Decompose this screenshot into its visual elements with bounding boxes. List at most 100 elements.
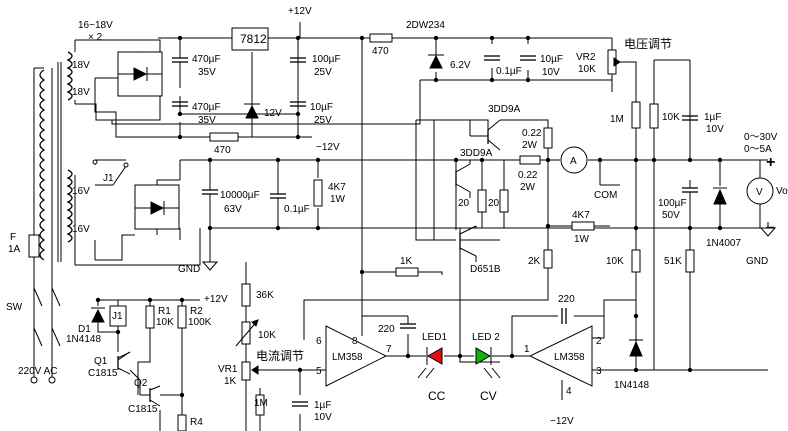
mains-terminals <box>30 376 56 384</box>
diodes <box>91 44 727 357</box>
cv-label: CV <box>480 389 497 403</box>
ground-left <box>201 261 219 271</box>
voltage-adjust-label: 电压调节 <box>624 37 672 51</box>
res-4k7-b-value: 4K7 <box>572 210 590 221</box>
pin-7-label: 7 <box>386 344 392 355</box>
winding-18v-b-label: 18V <box>72 87 90 98</box>
res-470-bottom-label: 470 <box>214 145 231 156</box>
cap-470-a-value: 470µF <box>192 54 221 65</box>
ammeter <box>560 146 588 174</box>
cap-10000-value: 10000µF <box>220 190 260 201</box>
regulator-7812 <box>231 27 269 51</box>
cap-220-right-label: 220 <box>558 294 575 305</box>
r2-value-label: 100K <box>188 317 212 328</box>
opamp-left-label: LM358 <box>332 352 363 363</box>
diode-1n4148-right-label: 1N4148 <box>614 380 649 391</box>
res-10k-pot-label: 10K <box>258 330 276 341</box>
res-022-b-watt: 2W <box>520 182 536 193</box>
resistors <box>145 33 695 431</box>
res-20-b-label: 20 <box>488 198 500 209</box>
res-1m-right-label: 1M <box>610 114 624 125</box>
minus12-bottom-label: −12V <box>550 416 574 427</box>
com-label: COM <box>594 190 617 201</box>
cap-10-b-value: 10µF <box>540 54 563 65</box>
res-51k-label: 51K <box>664 256 682 267</box>
r1-value-label: 10K <box>156 317 174 328</box>
r1-ref-label: R1 <box>158 306 171 317</box>
res-1k-mid-label: 1K <box>400 256 413 267</box>
opamp-right-label: LM358 <box>554 352 585 363</box>
bridge-rectifier-top <box>117 51 163 97</box>
cap-220-left-label: 220 <box>378 324 395 335</box>
res-2k-label: 2K <box>528 256 541 267</box>
cap-100-a-voltage: 25V <box>314 67 332 78</box>
res-470-top-label: 470 <box>372 46 389 57</box>
voltmeter <box>746 177 774 205</box>
cap-470-b-value: 470µF <box>192 102 221 113</box>
cap-1uf-voltage: 10V <box>706 124 724 135</box>
led2-label: LED 2 <box>472 332 500 343</box>
cap-100uf-value: 100µF <box>658 198 687 209</box>
r2-ref-label: R2 <box>190 306 203 317</box>
cc-label: CC <box>428 389 446 403</box>
led1 <box>417 347 443 379</box>
minus12-mid-label: −12V <box>316 142 340 153</box>
zener-ref-label: 2DW234 <box>406 20 445 31</box>
pin-3-label: 3 <box>596 366 602 377</box>
transistors <box>117 119 501 407</box>
transistor-3dd9a-left-label: 3DD9A <box>460 148 493 159</box>
pin-4-label: 4 <box>566 386 572 397</box>
vo-label: Vo <box>776 186 788 197</box>
vr2-value-label: 10K <box>578 64 596 75</box>
gnd-left-label: GND <box>178 264 200 275</box>
voltmeter-label: V <box>756 187 763 198</box>
pin-8-label: 8 <box>352 336 358 347</box>
cap-1uf-low-value: 1µF <box>314 400 331 411</box>
winding-16v-b-label: 16V <box>72 224 90 235</box>
pin-6-label: 6 <box>316 336 322 347</box>
res-022-a-value: 0.22 <box>522 128 542 139</box>
res-022-a-watt: 2W <box>522 140 538 151</box>
vr2-ref-label: VR2 <box>576 52 596 63</box>
relay-coil <box>109 305 127 327</box>
cap-01-a-label: 0.1µF <box>496 66 522 77</box>
pin-5-label: 5 <box>316 366 322 377</box>
res-4k7-b-watt: 1W <box>574 234 590 245</box>
d1-ref-label: D1 <box>78 324 91 335</box>
vr1-value-label: 1K <box>224 376 237 387</box>
cap-470-b-voltage: 35V <box>198 115 216 126</box>
opamp-right <box>528 325 593 387</box>
cap-10-a-voltage: 25V <box>314 115 332 126</box>
q2-ref-label: Q2 <box>134 378 148 389</box>
cap-470-a-voltage: 35V <box>198 67 216 78</box>
plus12-low-label: +12V <box>204 294 228 305</box>
cap-10-a-value: 10µF <box>310 102 333 113</box>
cap-100-a-value: 100µF <box>312 54 341 65</box>
transformer-voltage-label: 16~18V <box>78 20 113 31</box>
diode-1n4007-label: 1N4007 <box>706 238 741 249</box>
cap-10-b-voltage: 10V <box>542 67 560 78</box>
junction-dots <box>95 35 723 398</box>
fuse-rating-label: 1A <box>8 244 21 255</box>
res-10k-col-label: 10K <box>606 256 624 267</box>
fuse-ref-label: F <box>10 232 16 243</box>
labels: 16~18V × 2 18V 18V 16V 16V J1 F 1A SW 22… <box>6 6 788 428</box>
r4-ref-label: R4 <box>190 417 203 428</box>
cap-01-b-label: 0.1µF <box>284 204 310 215</box>
led1-label: LED1 <box>422 332 447 343</box>
transformer <box>39 40 76 262</box>
relay-j1-label: J1 <box>112 311 123 322</box>
minus-terminal-label: − <box>766 220 775 237</box>
transformer-x2-label: × 2 <box>88 32 103 43</box>
transistor-d651b-label: D651B <box>470 264 501 275</box>
res-1m-low-label: 1M <box>254 398 268 409</box>
cap-10000-voltage: 63V <box>224 204 242 215</box>
res-022-b-value: 0.22 <box>518 170 538 181</box>
zener-12v-label: 12V <box>264 108 282 119</box>
bridge-rectifier-bottom <box>134 179 180 235</box>
current-adjust-label: 电流调节 <box>256 349 304 363</box>
gnd-right-label: GND <box>746 256 768 267</box>
res-4k7-a-watt: 1W <box>330 194 346 205</box>
cap-1uf-low-voltage: 10V <box>314 412 332 423</box>
